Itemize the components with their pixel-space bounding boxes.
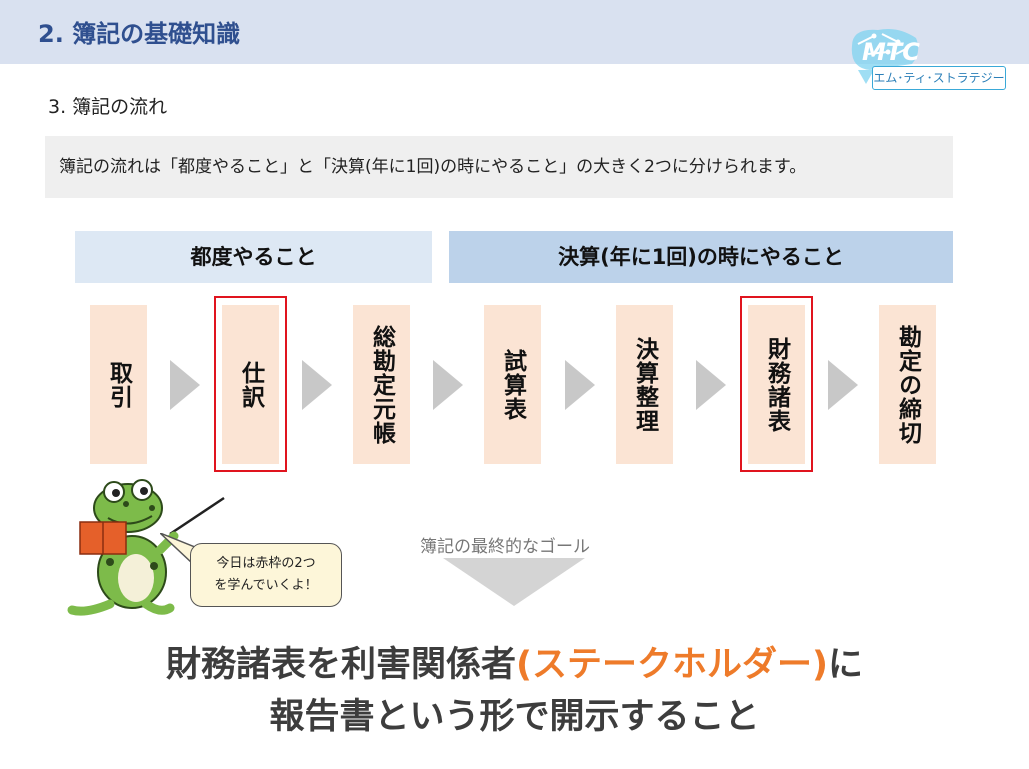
chevron-right-icon (433, 360, 463, 410)
speech-line-1: 今日は赤枠の2つ (216, 556, 316, 571)
step-label: 決算整理 (631, 336, 658, 433)
step-label: 総勘定元帳 (368, 324, 395, 445)
goal-label: 簿記の最終的なゴール (420, 537, 590, 557)
speech-bubble: 今日は赤枠の2つ を学んでいくよ！ (190, 543, 342, 607)
conclusion-text: 財務諸表を利害関係者 (165, 645, 516, 685)
logo-brain-icon: MTC (851, 29, 920, 84)
step-card-kanjo-shimekiri: 勘定の締切 (879, 305, 936, 464)
logo-mark: MTC (862, 38, 920, 66)
step-label: 仕訳 (237, 360, 264, 409)
company-logo: MTC エム･ティ･ストラテジー (838, 24, 1014, 96)
chevron-right-icon (696, 360, 726, 410)
conclusion-accent: (ステークホルダー) (516, 645, 828, 685)
chevron-right-icon (565, 360, 595, 410)
highlight-frame-shiwake (214, 296, 287, 472)
chevron-right-icon (302, 360, 332, 410)
step-card-shisanhyo: 試算表 (484, 305, 541, 464)
group-banner-year-end: 決算(年に1回)の時にやること (449, 231, 953, 283)
step-label: 勘定の締切 (894, 324, 921, 445)
conclusion-text: に (828, 645, 864, 685)
chevron-right-icon (170, 360, 200, 410)
conclusion-line-1: 財務諸表を利害関係者(ステークホルダー)に (0, 636, 1029, 687)
step-card-shiwake: 仕訳 (222, 305, 279, 464)
chevron-right-icon (828, 360, 858, 410)
frog-teacher-icon (67, 479, 225, 616)
section-subheading: 3. 簿記の流れ (48, 96, 168, 118)
step-card-kessan-seiri: 決算整理 (616, 305, 673, 464)
step-card-zaimu-shohyo: 財務諸表 (748, 305, 805, 464)
header-bar: 2. 簿記の基礎知識 (0, 0, 1029, 64)
step-label: 取引 (105, 360, 132, 409)
page-title: 2. 簿記の基礎知識 (38, 20, 241, 48)
conclusion-line-2: 報告書という形で開示すること (269, 697, 760, 737)
step-card-sokanjo-motocho: 総勘定元帳 (353, 305, 410, 464)
logo-text: エム･ティ･ストラテジー (872, 66, 1006, 90)
step-label: 試算表 (499, 348, 526, 421)
speech-line-2: を学んでいくよ！ (214, 578, 318, 593)
highlight-frame-zaimu-shohyo (740, 296, 813, 472)
down-arrow-icon (443, 558, 585, 606)
group-banner-each-time: 都度やること (75, 231, 432, 283)
step-label: 財務諸表 (763, 336, 790, 433)
summary-box: 簿記の流れは「都度やること」と「決算(年に1回)の時にやること」の大きく2つに分… (45, 136, 953, 198)
step-card-torihiki: 取引 (90, 305, 147, 464)
